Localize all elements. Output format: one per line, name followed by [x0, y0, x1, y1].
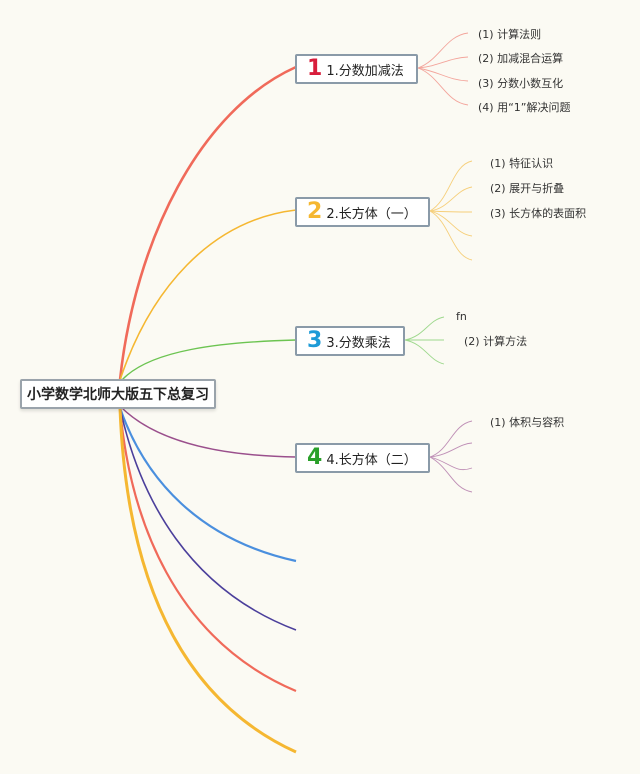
branch-6-connector	[119, 407, 297, 631]
branch-2-title: 2.长方体（一）	[326, 206, 417, 222]
branch-3-item-1: fn	[456, 310, 467, 323]
branch-4-connector	[121, 407, 297, 458]
branch-4-subconnectors	[429, 420, 473, 493]
root-label: 小学数学北师大版五下总复习	[27, 387, 209, 403]
branch-8-connector	[118, 407, 297, 754]
branch-4-title: 4.长方体（二）	[326, 452, 417, 468]
branch-7-connector	[118, 407, 297, 693]
branch-node-1[interactable]: 1 1.分数加减法	[295, 54, 418, 84]
branch-3-item-2: (2) 计算方法	[464, 335, 528, 348]
number-4-icon: 4	[307, 445, 323, 470]
branch-1-item-3: (3) 分数小数互化	[478, 77, 564, 90]
branch-1-item-2: (2) 加减混合运算	[478, 52, 564, 65]
number-2-icon: 2	[307, 199, 323, 224]
branch-2-subconnectors	[429, 160, 473, 261]
branch-2-connector	[119, 209, 297, 381]
branch-3-subconnectors	[404, 316, 445, 365]
branch-2-item-3: (3) 长方体的表面积	[490, 207, 587, 220]
root-node[interactable]: 小学数学北师大版五下总复习	[20, 379, 216, 409]
branch-1-connector	[118, 65, 297, 381]
branch-1-item-1: (1) 计算法则	[478, 28, 542, 41]
branch-4-item-1: (1) 体积与容积	[490, 416, 565, 429]
branch-node-3[interactable]: 3 3.分数乘法	[295, 326, 405, 356]
branch-1-subconnectors	[417, 32, 469, 106]
number-1-icon: 1	[307, 56, 323, 81]
branch-1-item-4: (4) 用“1”解决问题	[478, 101, 571, 114]
branch-5-connector	[118, 407, 297, 563]
branch-2-item-1: (1) 特征认识	[490, 157, 554, 170]
branch-3-title: 3.分数乘法	[326, 335, 391, 351]
number-3-icon: 3	[307, 328, 323, 353]
branch-2-item-2: (2) 展开与折叠	[490, 182, 565, 195]
branch-node-2[interactable]: 2 2.长方体（一）	[295, 197, 430, 227]
branch-3-connector	[121, 339, 297, 381]
branch-1-title: 1.分数加减法	[326, 63, 404, 79]
branch-node-4[interactable]: 4 4.长方体（二）	[295, 443, 430, 473]
